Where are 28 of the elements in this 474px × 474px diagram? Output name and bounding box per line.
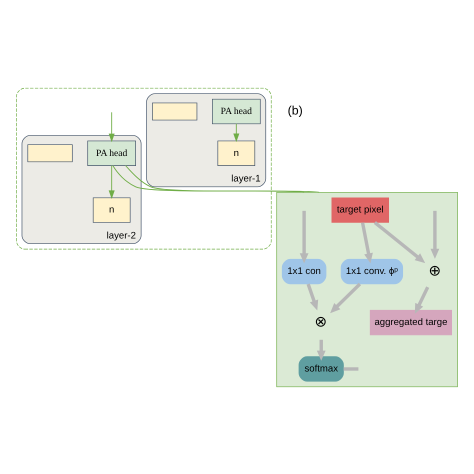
arrow	[374, 220, 426, 263]
arrow	[306, 282, 318, 310]
node-box: 1x1 conv. ϕᵖ	[340, 258, 404, 284]
node-box: n	[217, 140, 256, 166]
node-text: ⊗	[314, 312, 328, 330]
arrow	[233, 122, 240, 142]
label: (b)	[288, 103, 303, 118]
arrow	[108, 164, 115, 199]
arrow	[108, 111, 115, 142]
arrow	[330, 282, 362, 313]
node-box: PA head	[212, 98, 261, 124]
arrow	[316, 339, 326, 360]
arrow	[300, 210, 309, 263]
node-box	[152, 102, 198, 120]
cluster	[276, 191, 458, 387]
cluster	[16, 87, 272, 249]
arrow	[430, 210, 440, 258]
node-box	[27, 144, 73, 162]
node-box: target pixel	[332, 196, 390, 222]
node-box: 1x1 con	[282, 258, 326, 284]
node-box: aggregated targe	[370, 309, 452, 335]
node-box: PA head	[87, 140, 136, 166]
node-box: softmax	[298, 356, 344, 382]
connector	[344, 366, 358, 370]
arrow	[360, 222, 373, 263]
node-box: n	[92, 196, 131, 222]
arrow	[414, 286, 430, 314]
node-text: ⊕	[428, 262, 442, 279]
